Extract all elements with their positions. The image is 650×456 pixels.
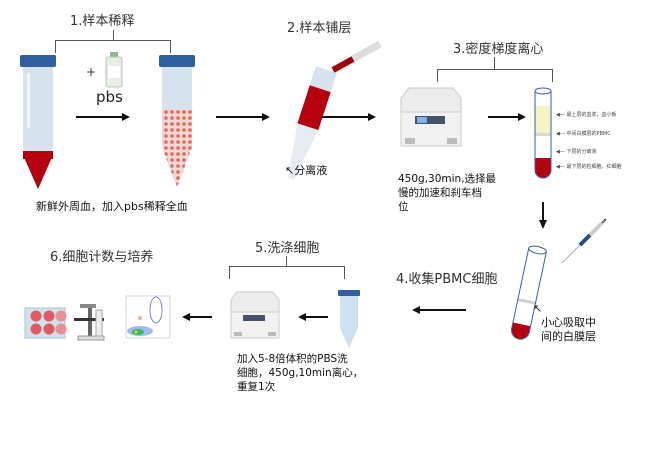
arrow-right-icon: [322, 113, 376, 121]
step6-title: 6.细胞计数与培养: [50, 250, 154, 265]
pbmc-tube-icon: [511, 245, 547, 340]
centrifuge-icon: [400, 87, 462, 147]
blood-tube-icon: [20, 55, 56, 189]
step3-bracket: [437, 69, 553, 82]
arrow-right-icon: [76, 113, 130, 121]
arrow-left-icon: [298, 313, 328, 321]
layering-tube-icon: [288, 40, 382, 180]
arrow-right-icon: [216, 113, 270, 121]
arrow-down-icon: [539, 202, 547, 229]
pipette-icon: [561, 218, 607, 264]
layer-label: ◀— 最下层的粒细胞，红细胞: [556, 164, 622, 170]
arrow-right-icon: [488, 113, 526, 121]
step2-title: 2.样本铺层: [287, 21, 352, 36]
centrifuge-icon: [230, 291, 280, 339]
diluted-blood-tube-icon: [159, 55, 195, 187]
microscope-icon: [74, 304, 105, 341]
arrow-left-icon: [412, 306, 466, 314]
step5-title: 5.洗涤细胞: [255, 241, 320, 256]
step5-note: 加入5-8倍体积的PBS洗细胞，450g,10min离心，重复1次: [237, 353, 364, 393]
wash-tube-icon: [338, 290, 360, 348]
flow-cytometry-plot-icon: [125, 295, 171, 339]
step3-note: 450g,30min,选择最慢的加速和刹车档位: [398, 173, 497, 213]
pbs-bottle-icon: [105, 52, 123, 88]
culture-plate-icon: [24, 307, 67, 339]
layer-label: ◀— 最上层的血浆，血小板: [556, 112, 617, 118]
plus-sign: +: [86, 65, 97, 79]
step1-title: 1.样本稀释: [70, 14, 135, 29]
layer-label: ◀— 下层的分离液: [556, 149, 597, 155]
separation-fluid-label: ↖分离液: [285, 164, 328, 177]
arrow-left-icon: [182, 313, 212, 321]
step4-title: 4.收集PBMC细胞: [396, 272, 498, 287]
step4-note: ↖ 小心吸取中间的白膜层: [533, 302, 596, 343]
step5-bracket: [229, 266, 345, 279]
step1-caption: 新鲜外周血，加入pbs稀释全血: [36, 200, 188, 213]
pbs-label: pbs: [96, 88, 123, 106]
step1-bracket: [55, 40, 171, 53]
layer-label: ◀— 中间白膜层的PBMC: [556, 131, 611, 137]
gradient-tube-icon: [534, 87, 552, 179]
step3-title: 3.密度梯度离心: [453, 42, 544, 57]
